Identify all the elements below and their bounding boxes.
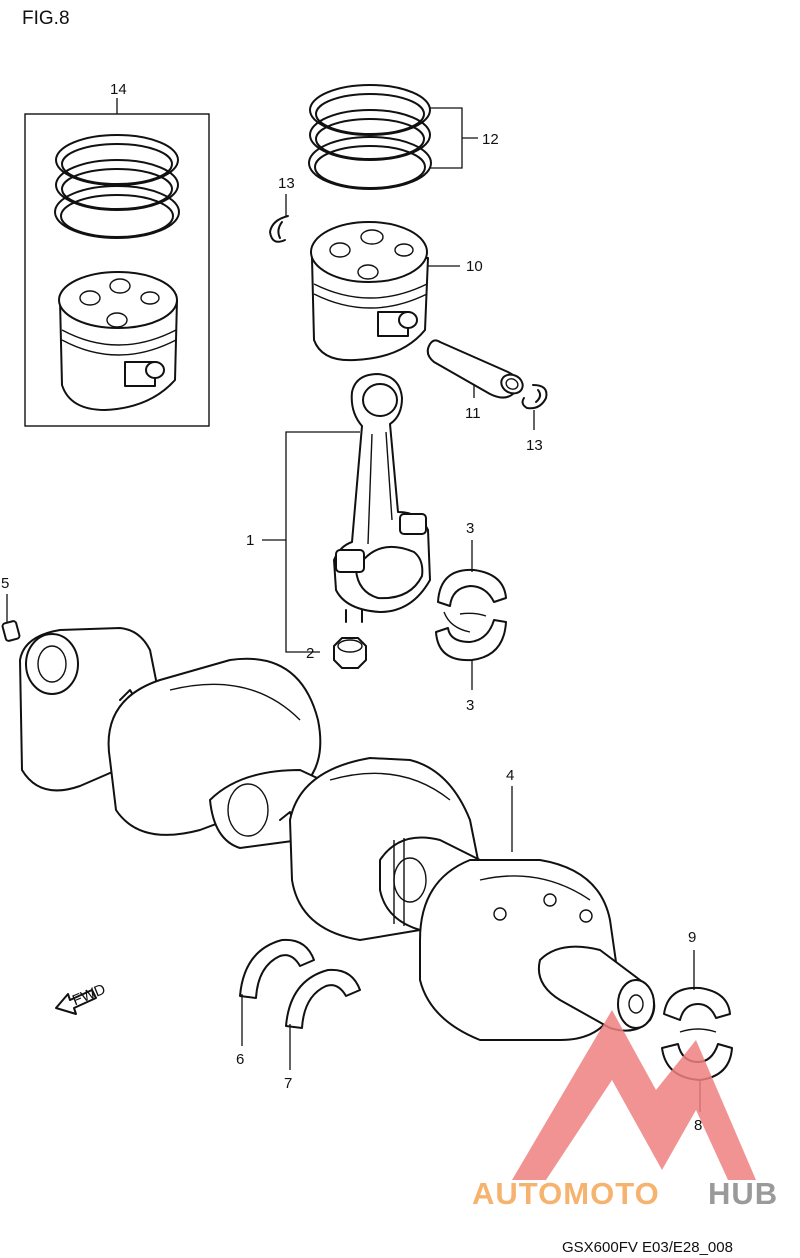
callout-13-lower: 13: [526, 437, 543, 454]
callout-7: 7: [284, 1075, 292, 1092]
conrod-bearing-lower: [435, 612, 507, 662]
callout-13-upper: 13: [278, 175, 295, 192]
figure-code: GSX600FV E03/E28_008: [562, 1239, 733, 1256]
watermark-text-secondary: HUB: [708, 1176, 778, 1211]
watermark-text-primary: AUTOMOTO: [472, 1176, 660, 1211]
callout-6: 6: [236, 1051, 244, 1068]
fwd-label: FWD: [70, 981, 108, 1010]
ring-set: [308, 84, 432, 190]
circlip-lower: [521, 384, 548, 410]
callout-4: 4: [506, 767, 514, 784]
callout-14: 14: [110, 81, 127, 98]
thrust-bearing-7: [285, 968, 361, 1029]
callout-5: 5: [1, 575, 9, 592]
callout-12: 11: [465, 405, 481, 422]
fwd-arrow-icon: FWD: [55, 981, 108, 1015]
crankshaft: [19, 627, 656, 1041]
dowel-pin: [1, 620, 21, 642]
callout-1: 1: [246, 532, 254, 549]
conrod-nut: [333, 637, 367, 669]
connecting-rod: [333, 373, 431, 623]
leader-lines: [6, 98, 701, 1112]
watermark: AUTOMOTO HUB: [472, 1010, 778, 1211]
callout-labels: 14 12 13 10 11 13 1 3 2 3 5 4 9 6 7 8: [1, 81, 702, 1134]
callout-9: 9: [688, 929, 696, 946]
piston-pin: [426, 339, 524, 399]
piston: [310, 221, 429, 362]
main-bearing-upper: [663, 986, 731, 1021]
circlip-upper: [269, 215, 289, 243]
conrod-bearing-upper: [437, 568, 507, 633]
piston-kit-piston: [58, 271, 178, 411]
callout-2: 2: [306, 645, 314, 662]
callout-10: 10: [466, 258, 483, 275]
callout-3-lower: 3: [466, 697, 474, 714]
figure-title: FIG.8: [22, 8, 70, 29]
piston-ring-set: [54, 134, 180, 239]
watermark-logo-icon: [512, 1010, 756, 1180]
callout-8: 8: [694, 1117, 702, 1134]
thrust-bearing-6: [239, 938, 315, 999]
piston-kit-box: [24, 113, 210, 427]
callout-11: 12: [482, 131, 499, 148]
callout-3-upper: 3: [466, 520, 474, 537]
